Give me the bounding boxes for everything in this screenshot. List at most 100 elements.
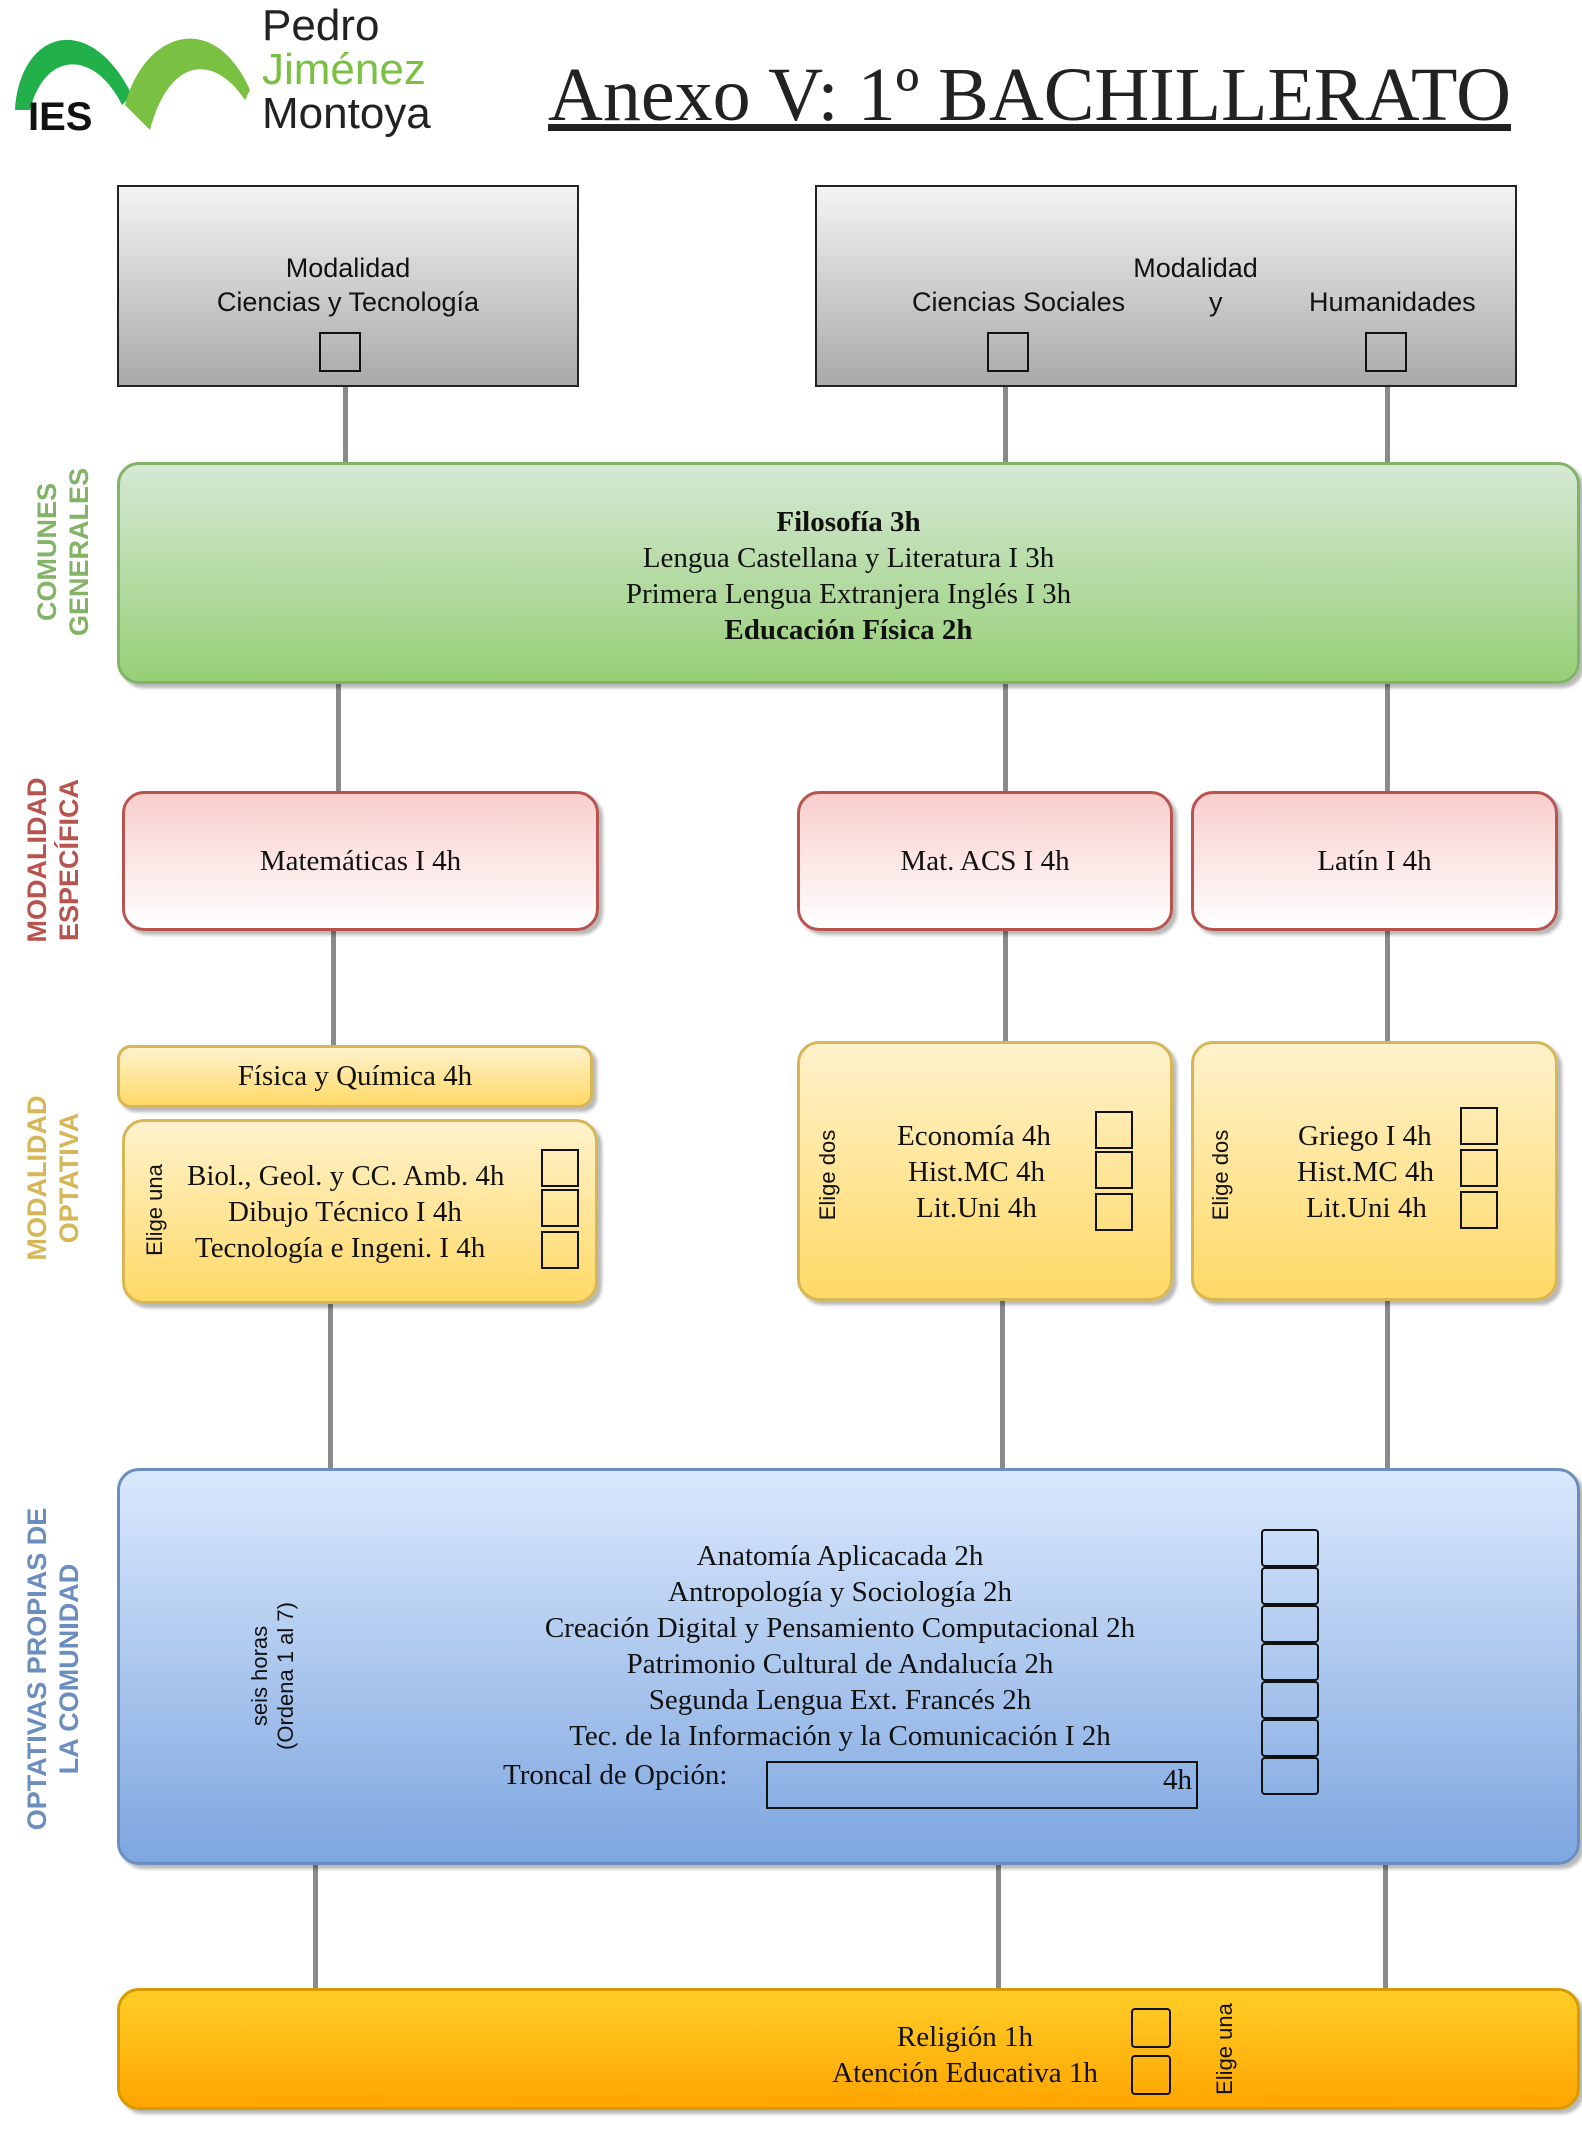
optativa-humanidades-item: Griego I 4h — [1298, 1120, 1432, 1152]
modalidad-sociales-box: Modalidad Ciencias Sociales y Humanidade… — [815, 185, 1517, 387]
religion-item: Religión 1h — [896, 2021, 1034, 2053]
connector-line — [1003, 931, 1008, 1041]
modalidad-humanidades-checkbox[interactable] — [1365, 332, 1407, 372]
optativa-humanidades-item: Lit.Uni 4h — [1306, 1192, 1427, 1224]
connector-line — [1000, 1299, 1005, 1469]
optativa-sociales-box: Elige dos Economía 4h Hist.MC 4h Lit.Uni… — [797, 1041, 1173, 1301]
propias-rank-box[interactable] — [1261, 1681, 1319, 1719]
connector-line — [1385, 684, 1390, 792]
propias-rank-box[interactable] — [1261, 1719, 1319, 1757]
optativa-sociales-item: Economía 4h — [897, 1120, 1051, 1152]
comunes-item: Educación Física 2h — [724, 614, 973, 646]
modalidad-sociales-label: Modalidad — [1133, 253, 1258, 283]
especifica-sociales-text: Mat. ACS I 4h — [900, 845, 1070, 877]
optativa-sociales-item: Hist.MC 4h — [908, 1156, 1045, 1188]
propias-rank-box[interactable] — [1261, 1643, 1319, 1681]
religion-checkbox[interactable] — [1131, 2055, 1171, 2095]
connector-line — [996, 1865, 1001, 1990]
propias-note-line1: seis horas — [247, 1625, 272, 1727]
optativa-ciencias-checkbox[interactable] — [541, 1231, 579, 1269]
especifica-ciencias-text: Matemáticas I 4h — [259, 845, 462, 877]
propias-rank-box[interactable] — [1261, 1757, 1319, 1795]
page-title: Anexo V: 1º BACHILLERATO — [548, 53, 1511, 137]
optativa-fisica-text: Física y Química 4h — [237, 1060, 473, 1092]
optativa-humanidades-note: Elige dos — [1208, 1129, 1233, 1221]
side-label-propias: OPTATIVAS PROPIAS DE LA COMUNIDAD — [21, 1479, 85, 1859]
optativa-humanidades-item: Hist.MC 4h — [1297, 1156, 1434, 1188]
side-label-optativa: MODALIDAD OPTATIVA — [21, 1083, 85, 1273]
optativa-sociales-checkbox[interactable] — [1095, 1151, 1133, 1189]
propias-item: Patrimonio Cultural de Andalucía 2h — [626, 1648, 1054, 1680]
side-label-line: ESPECÍFICA — [54, 778, 84, 942]
optativa-sociales-item: Lit.Uni 4h — [916, 1192, 1037, 1224]
modalidad-sociales-name: Ciencias Sociales — [912, 287, 1126, 317]
connector-line — [336, 684, 341, 792]
comunes-item: Primera Lengua Extranjera Inglés I 3h — [625, 578, 1072, 610]
logo-ies-text: IES — [28, 95, 92, 135]
connector-line — [1383, 1865, 1388, 1990]
side-label-line: OPTATIVA — [54, 1112, 84, 1244]
side-label-line: GENERALES — [64, 467, 94, 637]
modalidad-ciencias-box: Modalidad Ciencias y Tecnología — [117, 185, 579, 387]
religion-checkbox[interactable] — [1131, 2008, 1171, 2048]
comunes-item: Filosofía 3h — [776, 506, 921, 538]
logo-icon: IES — [15, 38, 250, 135]
especifica-ciencias-box: Matemáticas I 4h — [122, 791, 599, 931]
propias-item: Tec. de la Información y la Comunicación… — [569, 1720, 1111, 1752]
optativa-fisica-box: Física y Química 4h — [117, 1045, 593, 1108]
optativa-humanidades-checkbox[interactable] — [1460, 1149, 1498, 1187]
optativa-ciencias-checkbox[interactable] — [541, 1149, 579, 1187]
optativa-ciencias-checkbox[interactable] — [541, 1189, 579, 1227]
connector-line — [328, 1299, 333, 1469]
connector-line — [1003, 684, 1008, 792]
propias-note-line2: (Ordena 1 al 7) — [273, 1602, 298, 1750]
religion-box: Religión 1h Atención Educativa 1h Elige … — [117, 1988, 1580, 2110]
logo-line3: Montoya — [262, 89, 431, 138]
modalidad-humanidades-name: Humanidades — [1309, 287, 1476, 317]
especifica-sociales-box: Mat. ACS I 4h — [797, 791, 1173, 931]
optativa-humanidades-box: Elige dos Griego I 4h Hist.MC 4h Lit.Uni… — [1191, 1041, 1558, 1301]
modalidad-ciencias-checkbox[interactable] — [319, 332, 361, 372]
optativa-humanidades-checkbox[interactable] — [1460, 1191, 1498, 1229]
logo-line2: Jiménez — [262, 45, 426, 94]
propias-item: Creación Digital y Pensamiento Computaci… — [544, 1612, 1136, 1644]
optativa-ciencias-note: Elige una — [142, 1164, 167, 1256]
connector-line — [313, 1865, 318, 1990]
connector-line — [343, 384, 348, 466]
propias-item: Antropología y Sociología 2h — [668, 1576, 1012, 1608]
optativa-ciencias-item: Biol., Geol. y CC. Amb. 4h — [187, 1160, 505, 1192]
propias-box: seis horas (Ordena 1 al 7) Anatomía Apli… — [117, 1468, 1580, 1865]
modalidad-y-connector: y — [1209, 287, 1223, 317]
optativa-ciencias-item: Tecnología e Ingeni. I 4h — [195, 1232, 486, 1264]
propias-item: Segunda Lengua Ext. Francés 2h — [648, 1684, 1032, 1716]
modalidad-sociales-checkbox[interactable] — [987, 332, 1029, 372]
side-label-line: MODALIDAD — [22, 777, 52, 943]
side-label-line: LA COMUNIDAD — [54, 1563, 84, 1775]
connector-line — [1003, 384, 1008, 466]
side-label-line: MODALIDAD — [22, 1095, 52, 1261]
troncal-hours: 4h — [1163, 1764, 1192, 1796]
side-label-line: OPTATIVAS PROPIAS DE — [22, 1507, 52, 1831]
optativa-sociales-checkbox[interactable] — [1095, 1111, 1133, 1149]
propias-note: seis horas (Ordena 1 al 7) — [247, 1586, 299, 1766]
logo-line1: Pedro — [262, 1, 380, 50]
propias-rank-box[interactable] — [1261, 1605, 1319, 1643]
propias-rank-box[interactable] — [1261, 1567, 1319, 1605]
religion-item: Atención Educativa 1h — [832, 2057, 1098, 2089]
religion-note: Elige una — [1212, 2003, 1237, 2095]
optativa-ciencias-box: Elige una Biol., Geol. y CC. Amb. 4h Dib… — [122, 1119, 598, 1304]
side-label-especifica: MODALIDAD ESPECÍFICA — [21, 760, 85, 960]
modalidad-ciencias-name: Ciencias y Tecnología — [216, 287, 480, 317]
optativa-sociales-checkbox[interactable] — [1095, 1193, 1133, 1231]
optativa-ciencias-item: Dibujo Técnico I 4h — [228, 1196, 462, 1228]
side-label-line: COMUNES — [32, 483, 62, 622]
connector-line — [331, 931, 336, 1046]
connector-line — [1385, 1299, 1390, 1469]
comunes-item: Lengua Castellana y Literatura I 3h — [642, 542, 1055, 574]
optativa-humanidades-checkbox[interactable] — [1460, 1107, 1498, 1145]
troncal-label: Troncal de Opción: — [503, 1759, 728, 1791]
propias-rank-box[interactable] — [1261, 1529, 1319, 1567]
especifica-humanidades-box: Latín I 4h — [1191, 791, 1558, 931]
comunes-box: Filosofía 3h Lengua Castellana y Literat… — [117, 462, 1580, 684]
troncal-input[interactable]: 4h — [766, 1761, 1198, 1809]
